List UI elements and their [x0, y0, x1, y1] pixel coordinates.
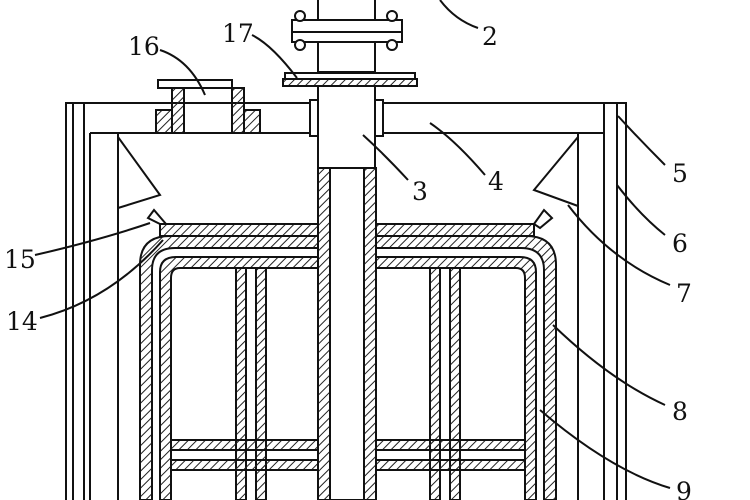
label-15: 15	[4, 245, 36, 274]
label-2: 2	[482, 22, 498, 51]
leader-lines	[34, 0, 671, 489]
triangular-baffle	[117, 136, 579, 209]
basket-outer-shell	[139, 235, 557, 500]
label-5: 5	[672, 159, 688, 188]
label-16: 16	[128, 32, 160, 61]
label-9: 9	[676, 477, 692, 500]
seal-flange	[282, 72, 418, 87]
bearing-housing	[309, 85, 384, 169]
label-3: 3	[412, 177, 428, 206]
label-7: 7	[676, 279, 692, 308]
part-labels: 2 3 4 5 6 7 8 9 14 15 16 17	[4, 19, 692, 500]
label-4: 4	[488, 167, 504, 196]
label-14: 14	[6, 307, 38, 336]
drive-shaft-top	[291, 0, 403, 73]
label-6: 6	[672, 229, 688, 258]
central-shaft	[317, 167, 377, 500]
basket-inner-cage	[159, 256, 537, 500]
basket-top-plate	[146, 208, 554, 237]
label-17: 17	[222, 19, 254, 48]
label-8: 8	[672, 397, 688, 426]
inlet-pipe	[155, 79, 261, 134]
